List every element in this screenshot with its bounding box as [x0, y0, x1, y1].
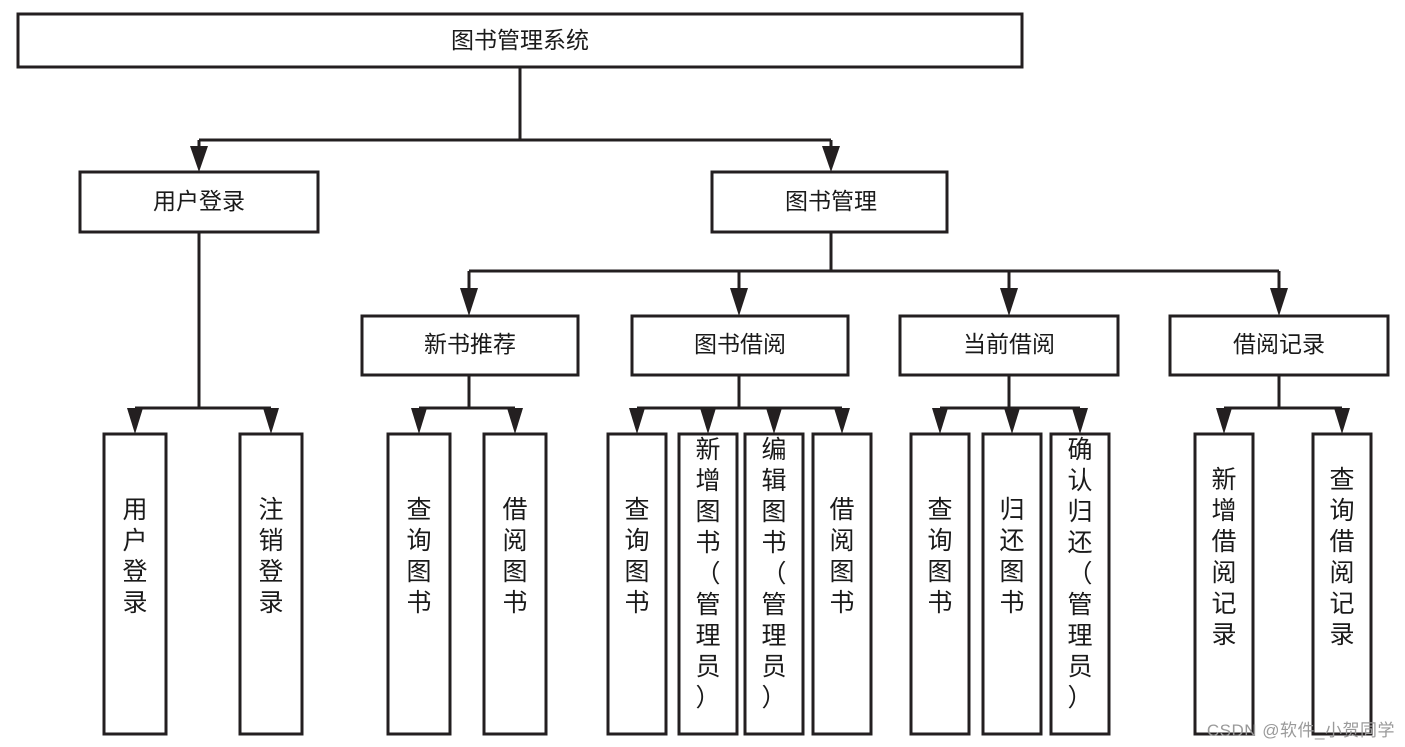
arrow-to-current-borrow [1000, 288, 1018, 316]
connector-layer [127, 67, 1350, 434]
arrow-leaf-query-record [1334, 408, 1350, 434]
node-leaf-user-logout[interactable]: 注销登录 [238, 432, 304, 736]
node-leaf-query-record[interactable]: 查询借阅记录 [1311, 432, 1373, 736]
node-root-label: 图书管理系统 [451, 27, 589, 53]
node-leaf-user-logout-box[interactable] [238, 432, 304, 736]
arrow-leaf-query-book-2 [629, 408, 645, 434]
arrow-leaf-user-login [127, 408, 143, 434]
node-book-borrow[interactable]: 图书借阅 [630, 314, 850, 377]
node-leaf-borrow-book-2-label: 借阅图书 [829, 496, 854, 617]
node-book-borrow-box[interactable] [630, 314, 850, 377]
arrow-leaf-add-book [700, 408, 716, 434]
node-leaf-query-book-2[interactable]: 查询图书 [606, 432, 668, 736]
arrow-leaf-user-logout [263, 408, 279, 434]
node-leaf-confirm-return-label: 确认归还（管理员） [1067, 436, 1092, 712]
node-new-book-recommend-label: 新书推荐 [424, 331, 516, 357]
arrow-leaf-confirm-return [1072, 408, 1088, 434]
node-leaf-query-record-label: 查询借阅记录 [1329, 466, 1354, 649]
arrow-to-book-borrow [730, 288, 748, 316]
node-leaf-user-login-box[interactable] [102, 432, 168, 736]
node-leaf-borrow-book-1-box[interactable] [482, 432, 548, 736]
arrow-to-borrow-record [1270, 288, 1288, 316]
node-leaf-query-book-2-box[interactable] [606, 432, 668, 736]
node-root[interactable]: 图书管理系统 [16, 12, 1024, 69]
node-leaf-add-record-label: 新增借阅记录 [1211, 466, 1236, 649]
node-current-borrow-label: 当前借阅 [963, 331, 1055, 357]
node-leaf-edit-book-box[interactable] [743, 432, 805, 736]
node-leaf-user-logout-label: 注销登录 [258, 496, 283, 617]
node-user-login-box[interactable] [78, 170, 320, 234]
arrow-to-book-manage [822, 146, 840, 172]
node-leaf-return-book-label: 归还图书 [999, 496, 1024, 617]
node-book-manage-label: 图书管理 [785, 188, 877, 214]
node-leaf-query-book-1-box[interactable] [386, 432, 452, 736]
node-leaf-query-book-3-label: 查询图书 [927, 496, 952, 617]
arrow-leaf-return-book [1004, 408, 1020, 434]
node-current-borrow[interactable]: 当前借阅 [898, 314, 1120, 377]
node-user-login-label: 用户登录 [153, 188, 245, 214]
node-leaf-add-book[interactable]: 新增图书（管理员） [677, 432, 739, 736]
node-new-book-recommend-box[interactable] [360, 314, 580, 377]
arrow-leaf-query-book-1 [411, 408, 427, 434]
arrow-leaf-borrow-book-1 [507, 408, 523, 434]
arrow-leaf-query-book-3 [932, 408, 948, 434]
node-book-manage-box[interactable] [710, 170, 949, 234]
node-leaf-add-book-label: 新增图书（管理员） [695, 436, 720, 712]
node-borrow-record[interactable]: 借阅记录 [1168, 314, 1390, 377]
node-borrow-record-label: 借阅记录 [1233, 331, 1325, 357]
node-leaf-borrow-book-2[interactable]: 借阅图书 [811, 432, 873, 736]
node-leaf-user-login-label: 用户登录 [122, 496, 147, 617]
node-leaf-add-record[interactable]: 新增借阅记录 [1193, 432, 1255, 736]
node-book-borrow-label: 图书借阅 [694, 331, 786, 357]
node-leaf-add-record-box[interactable] [1193, 432, 1255, 736]
node-leaf-borrow-book-1[interactable]: 借阅图书 [482, 432, 548, 736]
node-leaf-user-login[interactable]: 用户登录 [102, 432, 168, 736]
node-leaf-query-record-box[interactable] [1311, 432, 1373, 736]
node-book-manage[interactable]: 图书管理 [710, 170, 949, 234]
arrow-to-user-login [190, 146, 208, 172]
node-leaf-return-book-box[interactable] [981, 432, 1043, 736]
node-leaf-query-book-3-box[interactable] [909, 432, 971, 736]
arrow-leaf-edit-book [766, 408, 782, 434]
node-new-book-recommend[interactable]: 新书推荐 [360, 314, 580, 377]
node-leaf-edit-book-label: 编辑图书（管理员） [761, 436, 786, 712]
node-user-login[interactable]: 用户登录 [78, 170, 320, 234]
node-leaf-add-book-box[interactable] [677, 432, 739, 736]
arrow-to-new-book [460, 288, 478, 316]
node-leaf-confirm-return[interactable]: 确认归还（管理员） [1049, 432, 1111, 736]
node-leaf-confirm-return-box[interactable] [1049, 432, 1111, 736]
node-borrow-record-box[interactable] [1168, 314, 1390, 377]
node-leaf-query-book-2-label: 查询图书 [624, 496, 649, 617]
node-leaf-query-book-1[interactable]: 查询图书 [386, 432, 452, 736]
arrow-leaf-borrow-book-2 [834, 408, 850, 434]
node-leaf-return-book[interactable]: 归还图书 [981, 432, 1043, 736]
node-leaf-query-book-1-label: 查询图书 [406, 496, 431, 617]
node-root-box[interactable] [16, 12, 1024, 69]
node-current-borrow-box[interactable] [898, 314, 1120, 377]
node-leaf-borrow-book-2-box[interactable] [811, 432, 873, 736]
node-leaf-query-book-3[interactable]: 查询图书 [909, 432, 971, 736]
node-leaf-edit-book[interactable]: 编辑图书（管理员） [743, 432, 805, 736]
node-leaf-borrow-book-1-label: 借阅图书 [502, 496, 527, 617]
arrow-leaf-add-record [1216, 408, 1232, 434]
